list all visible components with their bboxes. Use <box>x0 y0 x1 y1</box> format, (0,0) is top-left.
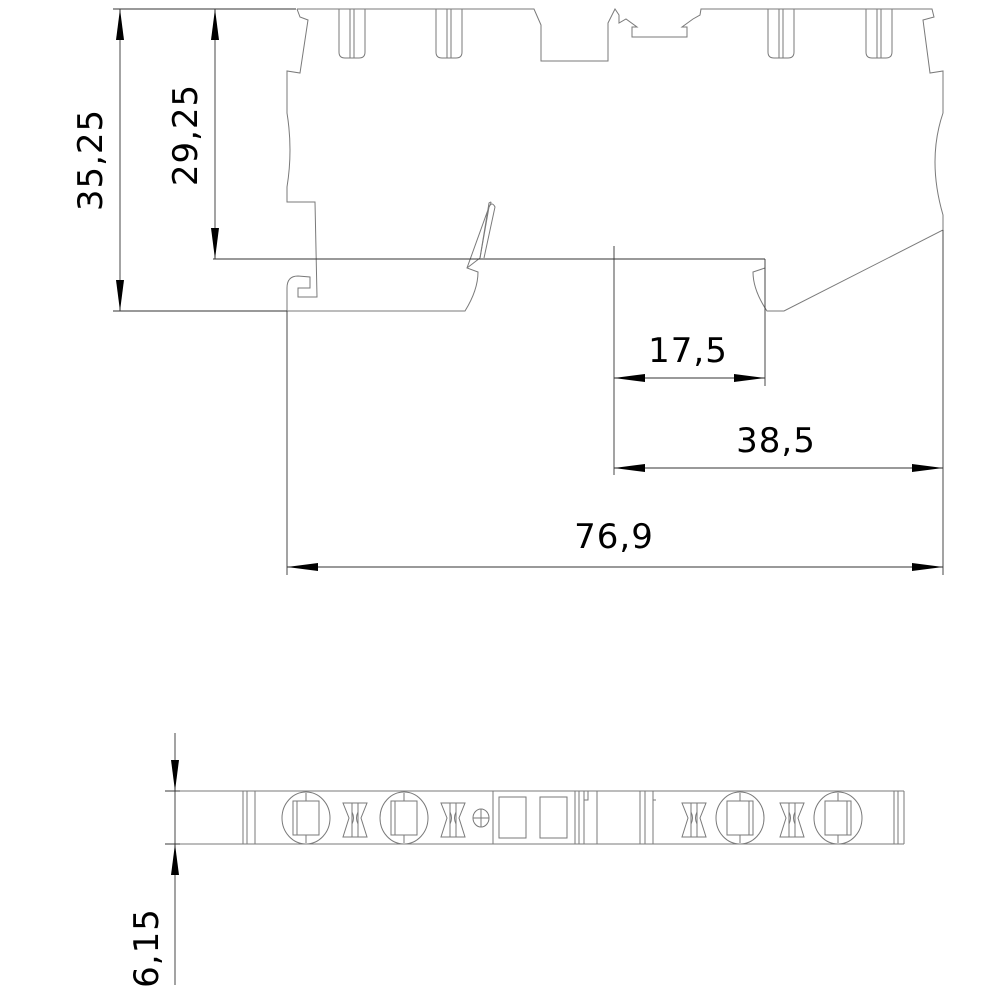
dimension-offset-long: 38,5 <box>736 421 816 461</box>
side-view-dimension-lines <box>113 8 944 575</box>
top-view-outline <box>165 790 905 845</box>
latch-slots <box>338 9 893 59</box>
side-view-outline <box>286 8 944 312</box>
dimension-overall-height: 35,25 <box>71 109 111 211</box>
dimension-offset-short: 17,5 <box>648 331 728 371</box>
dimension-overall-length: 76,9 <box>574 517 654 557</box>
top-view-dimension-lines <box>165 733 180 985</box>
test-slots <box>342 802 805 838</box>
wire-entry-circles <box>281 791 863 845</box>
dimension-width: 6,15 <box>127 908 167 988</box>
marker-circle-icon <box>472 808 490 828</box>
dimension-rail-height: 29,25 <box>166 84 206 186</box>
